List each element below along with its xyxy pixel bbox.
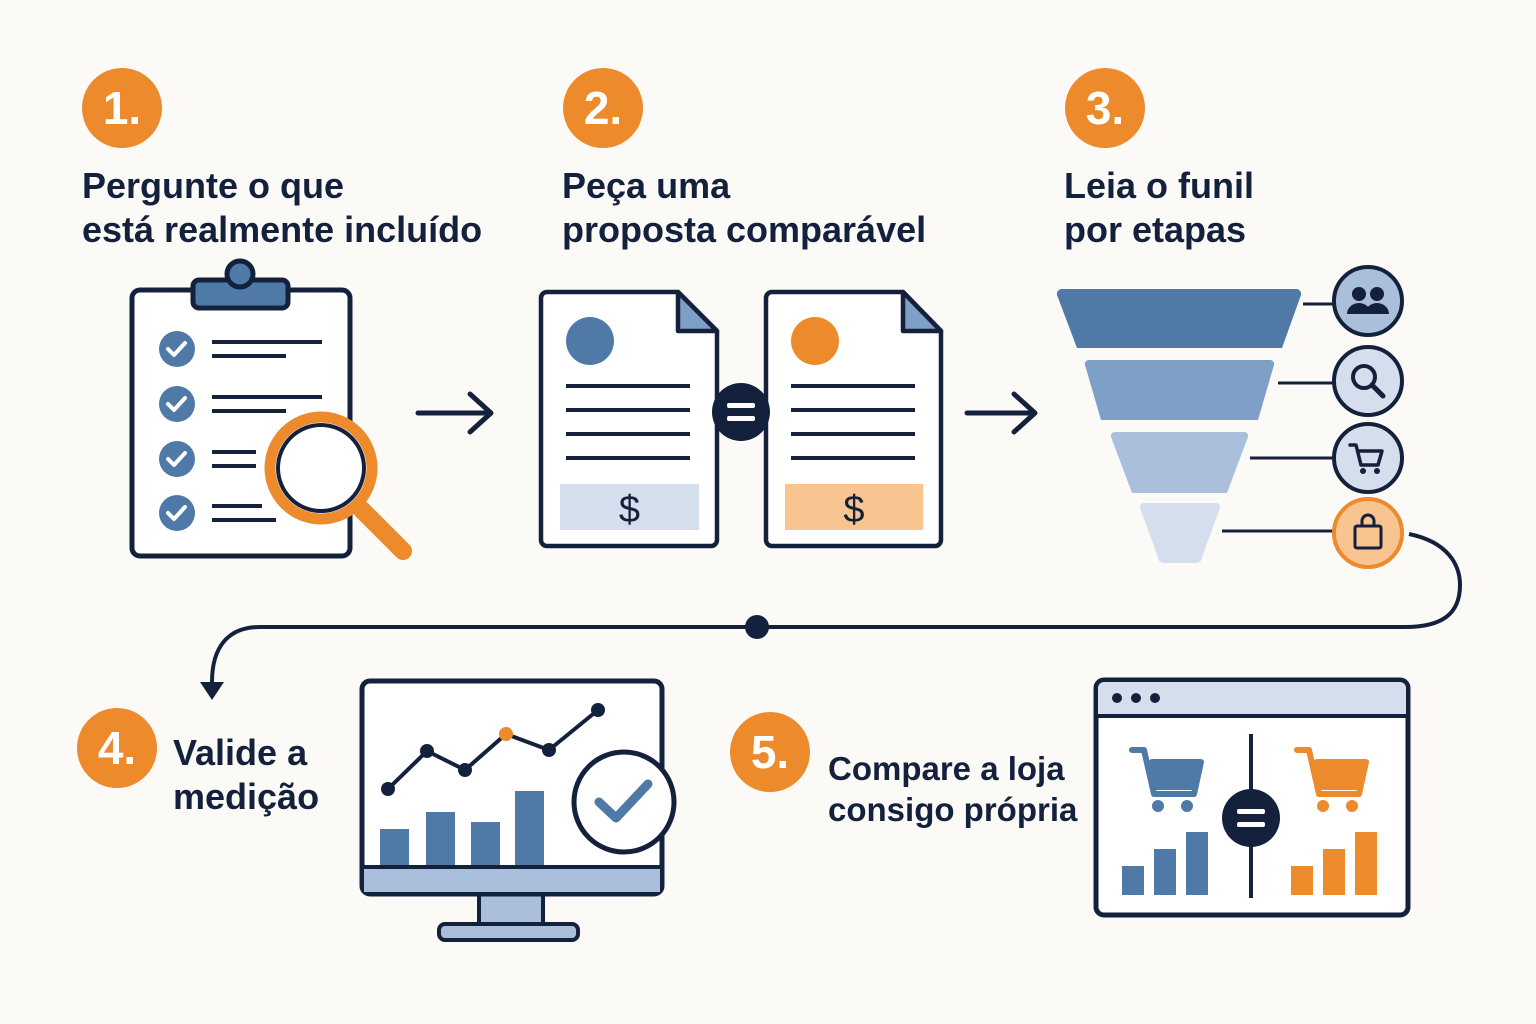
magnifier-icon [264, 411, 412, 560]
bar-chart-right [1291, 832, 1377, 895]
proposal-document-right: $ [763, 289, 944, 549]
step-5-title: Compare a loja consigo própria [828, 748, 1077, 830]
funnel-stage-3 [1110, 431, 1249, 493]
step-2-title-line-2: proposta comparável [562, 209, 927, 250]
clipboard-checklist-magnifier-icon [129, 258, 412, 560]
step-3-title: Leia o funil por etapas [1064, 164, 1254, 252]
step-3-number-badge: 3. [1065, 68, 1145, 148]
equal-badge [1222, 789, 1280, 847]
connector-dot [745, 615, 769, 639]
arrow-right-icon [415, 391, 494, 435]
cart-icon [1294, 747, 1369, 812]
step-3-title-line-2: por etapas [1064, 209, 1247, 250]
step-5-number-badge: 5. [730, 712, 810, 792]
search-icon [1332, 345, 1404, 417]
step-5-title-line-2: consigo própria [828, 791, 1078, 828]
step-4-title-line-2: medição [173, 776, 320, 817]
browser-store-comparison-icon [1093, 677, 1411, 918]
step-3-title-line-1: Leia o funil [1064, 165, 1255, 206]
checklist [159, 331, 322, 531]
step-1-title-line-2: está realmente incluído [82, 209, 483, 250]
window-dot [1131, 693, 1141, 703]
window-dot [1150, 693, 1160, 703]
cart-icon [1129, 747, 1204, 812]
step-2-number-badge: 2. [563, 68, 643, 148]
line-chart [381, 703, 605, 796]
bar-chart [380, 791, 544, 865]
monitor-chart-check-icon [359, 678, 677, 942]
step-4-title-line-1: Valide a [173, 732, 308, 773]
price-symbol: $ [619, 489, 640, 531]
step-1-title: Pergunte o que está realmente incluído [82, 164, 482, 252]
equal-badge [712, 383, 770, 441]
arrow-down-icon [200, 682, 224, 700]
step-4-number-badge: 4. [77, 708, 157, 788]
flow-connector [200, 532, 1463, 700]
users-icon [1332, 265, 1404, 337]
cart-icon [1332, 422, 1404, 494]
two-proposal-documents-equal-icon: $ $ [538, 289, 944, 549]
funnel-stages-icon [1056, 265, 1404, 569]
step-1-number-badge: 1. [82, 68, 162, 148]
step-4-title: Valide a medição [173, 731, 319, 819]
proposal-document-left: $ [538, 289, 720, 549]
shopping-bag-icon [1332, 497, 1404, 569]
funnel-stage-2 [1084, 359, 1275, 420]
step-2-title-line-1: Peça uma [562, 165, 731, 206]
clipboard-clip-ring [224, 258, 256, 290]
check-circle-icon [571, 749, 677, 855]
funnel-stage-4 [1139, 502, 1221, 563]
step-2-title: Peça uma proposta comparável [562, 164, 926, 252]
step-5-title-line-1: Compare a loja [828, 750, 1065, 787]
price-symbol: $ [843, 489, 864, 531]
arrow-right-icon [964, 391, 1038, 435]
step-1-title-line-1: Pergunte o que [82, 165, 345, 206]
funnel-stage-1 [1056, 288, 1302, 348]
window-dot [1112, 693, 1122, 703]
bar-chart-left [1122, 832, 1208, 895]
